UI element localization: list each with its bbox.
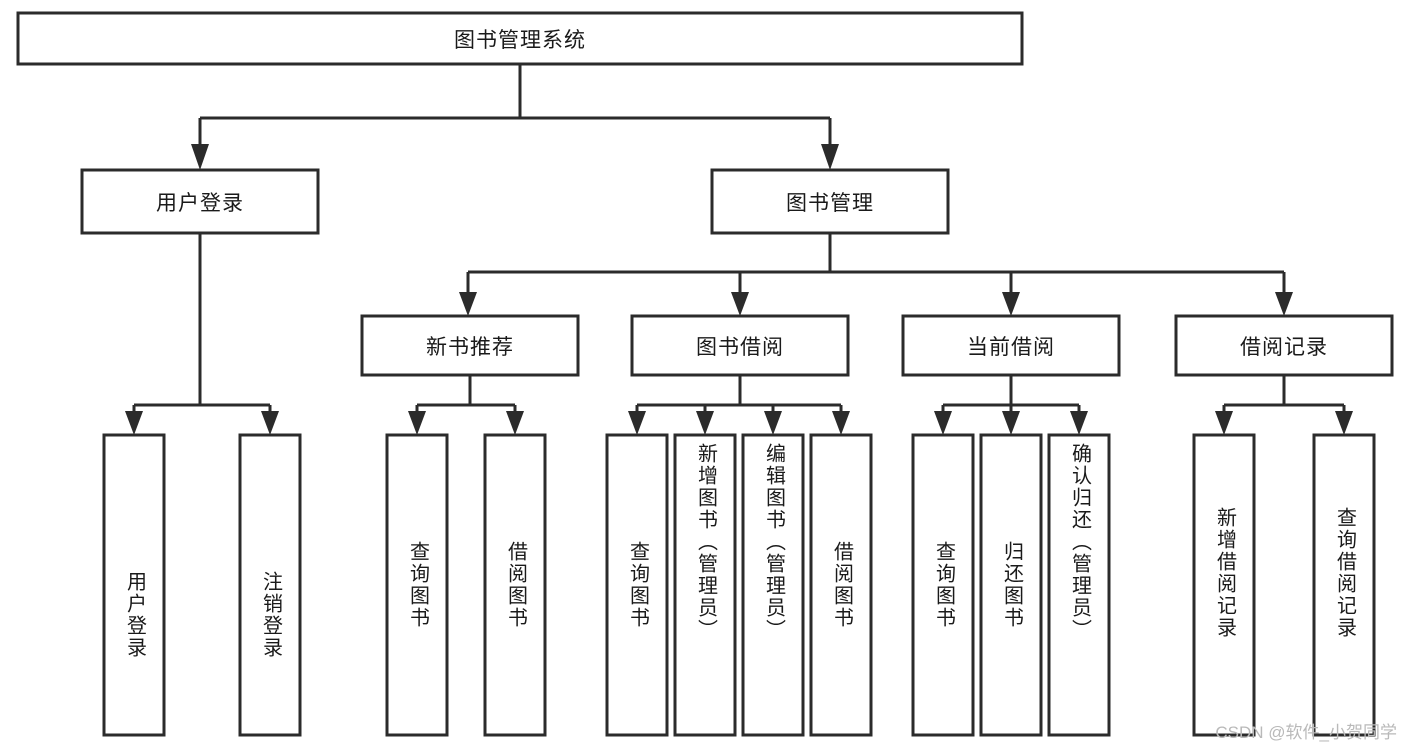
- arrow-br-to-leaf2: [1335, 411, 1353, 435]
- arrow-cb-to-leaf2: [1002, 411, 1020, 435]
- arrow-bm-to-borrow: [731, 292, 749, 316]
- arrow-ul-to-leaf1: [125, 411, 143, 435]
- connector-group-user-login: [125, 233, 279, 435]
- node-box-leaf-confirm-return[interactable]: [1047, 433, 1111, 737]
- arrow-cb-to-leaf3: [1070, 411, 1088, 435]
- node-box-leaf-borrow-book-2[interactable]: [809, 433, 873, 737]
- node-box-leaf-user-login[interactable]: [102, 433, 166, 737]
- connector-group-book-borrow: [628, 375, 850, 435]
- arrow-bb-to-leaf1: [628, 411, 646, 435]
- node-box-user-login[interactable]: [80, 168, 320, 235]
- arrow-bm-to-current: [1002, 292, 1020, 316]
- arrow-bm-to-newbook: [459, 292, 477, 316]
- arrow-cb-to-leaf1: [934, 411, 952, 435]
- connector-group-current-borrow: [934, 375, 1088, 435]
- csdn-watermark: CSDN @软件_小贺同学: [1215, 723, 1397, 742]
- node-box-leaf-query-book-1[interactable]: [385, 433, 449, 737]
- arrow-br-to-leaf1: [1215, 411, 1233, 435]
- node-box-current-borrow[interactable]: [901, 314, 1121, 377]
- node-box-leaf-return-book[interactable]: [979, 433, 1043, 737]
- node-box-leaf-query-record[interactable]: [1312, 433, 1376, 737]
- node-box-leaf-logout-login[interactable]: [238, 433, 302, 737]
- arrow-root-to-user-login: [191, 144, 209, 170]
- connector-group-book-manage: [459, 233, 1293, 316]
- node-box-root[interactable]: [16, 11, 1024, 66]
- node-box-leaf-add-record[interactable]: [1192, 433, 1256, 737]
- node-box-leaf-query-book-2[interactable]: [605, 433, 669, 737]
- arrow-nb-to-leaf2: [506, 411, 524, 435]
- arrow-bb-to-leaf2: [696, 411, 714, 435]
- arrow-bm-to-record: [1275, 292, 1293, 316]
- node-box-borrow-record[interactable]: [1174, 314, 1394, 377]
- node-box-leaf-add-book[interactable]: [673, 433, 737, 737]
- node-box-leaf-query-book-3[interactable]: [911, 433, 975, 737]
- node-box-leaf-edit-book[interactable]: [741, 433, 805, 737]
- node-box-leaf-borrow-book-1[interactable]: [483, 433, 547, 737]
- arrow-root-to-book-manage: [821, 144, 839, 170]
- arrow-nb-to-leaf1: [408, 411, 426, 435]
- connector-group-new-book-rec: [408, 375, 524, 435]
- arrow-ul-to-leaf2: [261, 411, 279, 435]
- connector-group-root: [191, 64, 839, 170]
- node-box-new-book-rec[interactable]: [360, 314, 580, 377]
- arrow-bb-to-leaf4: [832, 411, 850, 435]
- node-box-book-manage[interactable]: [710, 168, 950, 235]
- arrow-bb-to-leaf3: [764, 411, 782, 435]
- connector-group-borrow-record: [1215, 375, 1353, 435]
- node-box-book-borrow[interactable]: [630, 314, 850, 377]
